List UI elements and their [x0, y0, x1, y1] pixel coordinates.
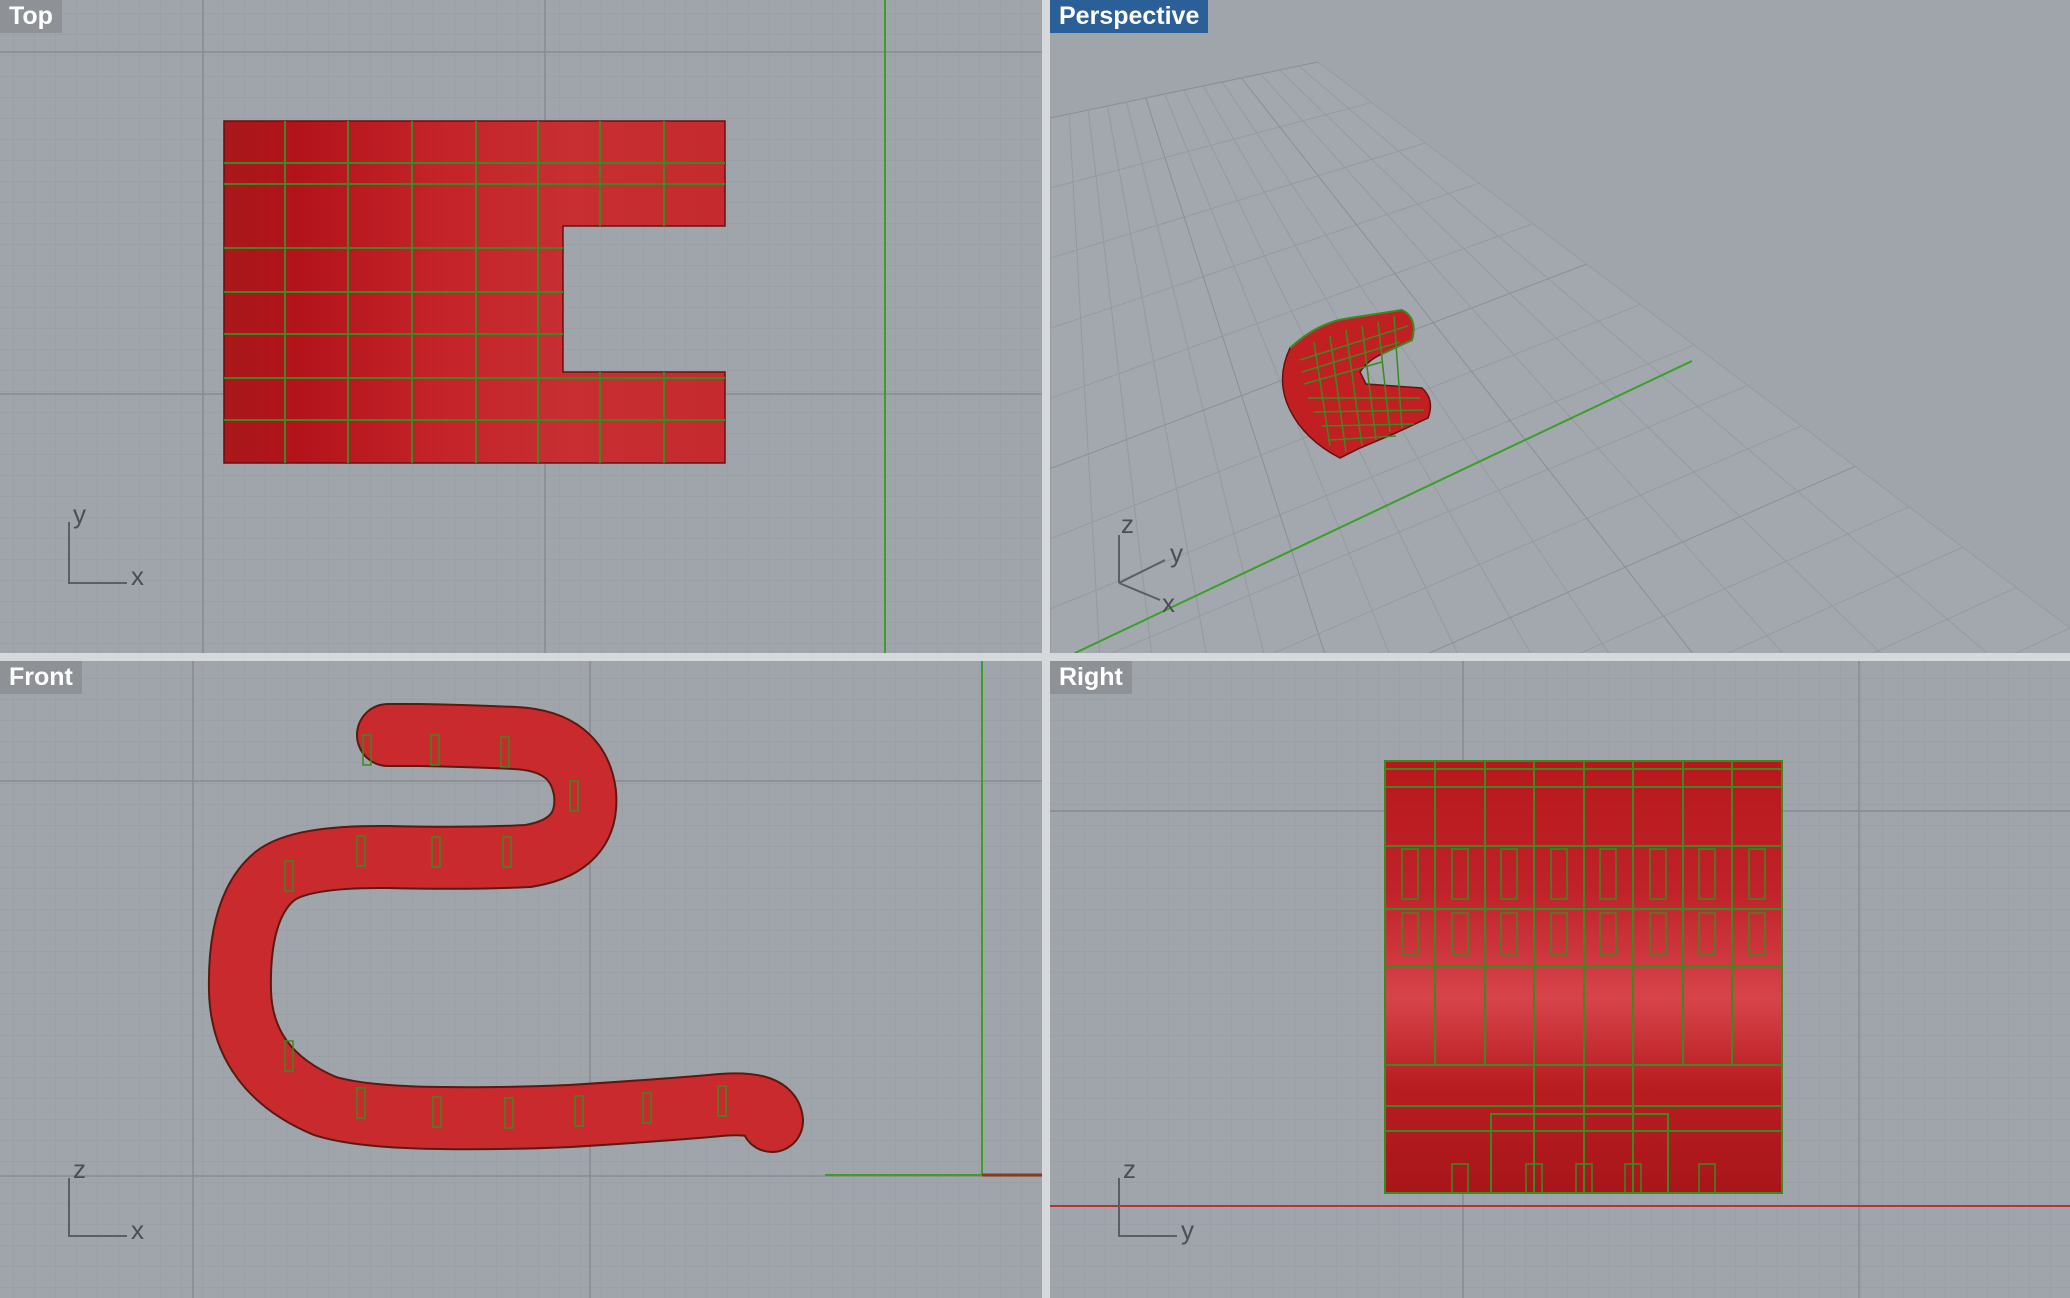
- axis-widget-perspective: z y x: [1118, 509, 1183, 618]
- axis-label-x: x: [131, 1215, 144, 1245]
- viewport-top[interactable]: Top: [0, 0, 1042, 653]
- viewport-title-perspective[interactable]: Perspective: [1050, 0, 1209, 33]
- axis-widget-front: z x: [68, 1154, 144, 1245]
- axis-label-y: y: [1170, 538, 1183, 568]
- joint-slots: [1401, 848, 1766, 1194]
- axis-label-z: z: [1121, 509, 1134, 539]
- axis-label-x: x: [131, 561, 144, 591]
- model-front-view[interactable]: [207, 703, 804, 1153]
- axis-widget-right: z y: [1118, 1154, 1194, 1245]
- axis-label-y: y: [73, 499, 86, 529]
- viewport-canvas-perspective[interactable]: z y x: [1050, 0, 2070, 653]
- model-right-view[interactable]: [1384, 760, 1783, 1194]
- model-top-view[interactable]: [223, 120, 726, 464]
- axis-label-y: y: [1181, 1215, 1194, 1245]
- model-perspective-view[interactable]: [1281, 308, 1432, 459]
- viewport-canvas-front[interactable]: z x: [0, 661, 1042, 1298]
- axis-label-z: z: [1123, 1154, 1136, 1184]
- viewport-canvas-right[interactable]: z y: [1050, 661, 2070, 1298]
- perspective-ground-grid: [1050, 61, 2070, 653]
- viewport-right[interactable]: Right: [1050, 661, 2070, 1298]
- viewport-title-right[interactable]: Right: [1050, 661, 1132, 694]
- viewport-canvas-top[interactable]: y x: [0, 0, 1042, 653]
- viewport-title-front[interactable]: Front: [0, 661, 82, 694]
- viewport-perspective[interactable]: Perspective z y x: [1050, 0, 2070, 653]
- axis-widget-top: y x: [68, 499, 144, 591]
- viewport-front[interactable]: Front: [0, 661, 1042, 1298]
- axis-label-z: z: [73, 1154, 86, 1184]
- viewport-title-top[interactable]: Top: [0, 0, 62, 33]
- axis-label-x: x: [1162, 588, 1175, 618]
- x-axis-line: [1074, 360, 1693, 653]
